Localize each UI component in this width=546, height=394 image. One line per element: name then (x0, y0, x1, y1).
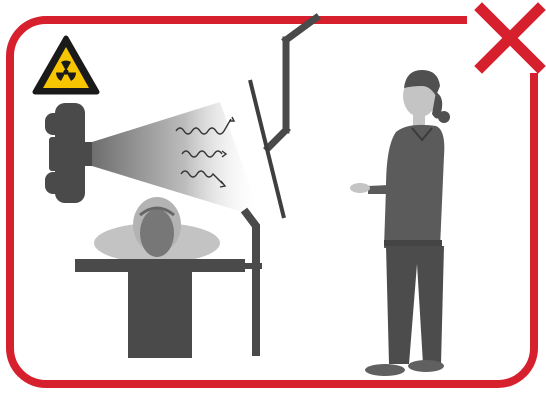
patient (94, 197, 220, 263)
ceiling-shield-arm (268, 18, 316, 148)
red-x-icon (467, 3, 545, 73)
staff-person (350, 70, 450, 376)
radiation-hazard-icon (35, 38, 97, 92)
x-ray-beam (92, 102, 262, 218)
exam-table (75, 259, 262, 358)
lead-glass-shield (250, 80, 284, 218)
x-ray-tube (45, 103, 94, 203)
table-shield-post (244, 210, 256, 356)
